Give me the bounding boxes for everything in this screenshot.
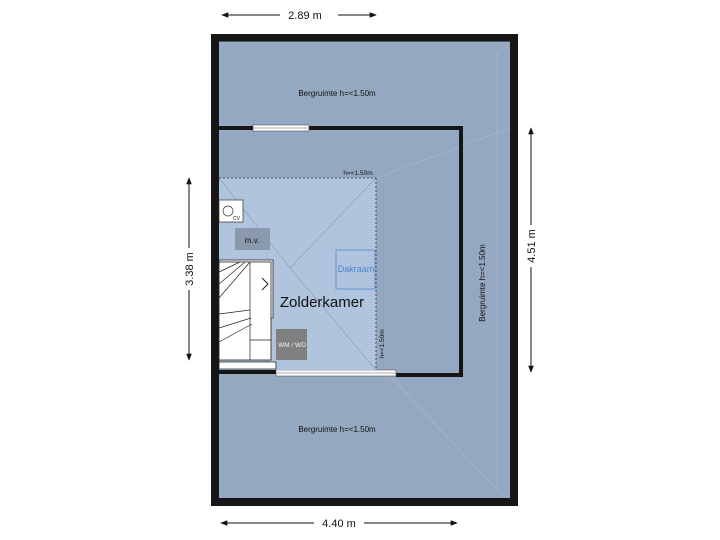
dimension-left: 3.38 m (184, 252, 196, 286)
storage-label-right: Bergruimte h=<1.50m (478, 244, 487, 322)
height-note-top: h=<1.50m (343, 170, 372, 177)
skylight (335, 249, 376, 290)
window-bottom (275, 369, 397, 377)
storage-label-top: Bergruimte h=<1.50m (298, 89, 376, 98)
dimension-bottom: 4.40 m (322, 518, 356, 530)
roof-lines (219, 41, 511, 491)
storage-label-bottom: Bergruimte h=<1.50m (298, 425, 376, 434)
mv-box (235, 228, 270, 250)
window-top (252, 124, 310, 132)
dimension-right: 4.51 m (526, 229, 538, 263)
mv-label: m.v. (245, 236, 260, 245)
washer-label: WM / WD (278, 342, 306, 349)
skylight-label: Dakraam (338, 264, 375, 274)
room-hip-lines (218, 177, 377, 371)
washer-box (276, 329, 307, 360)
cv-boiler: CV (218, 199, 244, 223)
staircase (218, 259, 277, 370)
height-boundary (219, 177, 377, 370)
cv-label: CV (233, 216, 241, 222)
room-label-zolderkamer: Zolderkamer (280, 294, 364, 311)
height-note-right: h=<1.50m (379, 329, 386, 358)
inner-wall (219, 126, 463, 377)
dimension-top: 2.89 m (288, 10, 322, 22)
